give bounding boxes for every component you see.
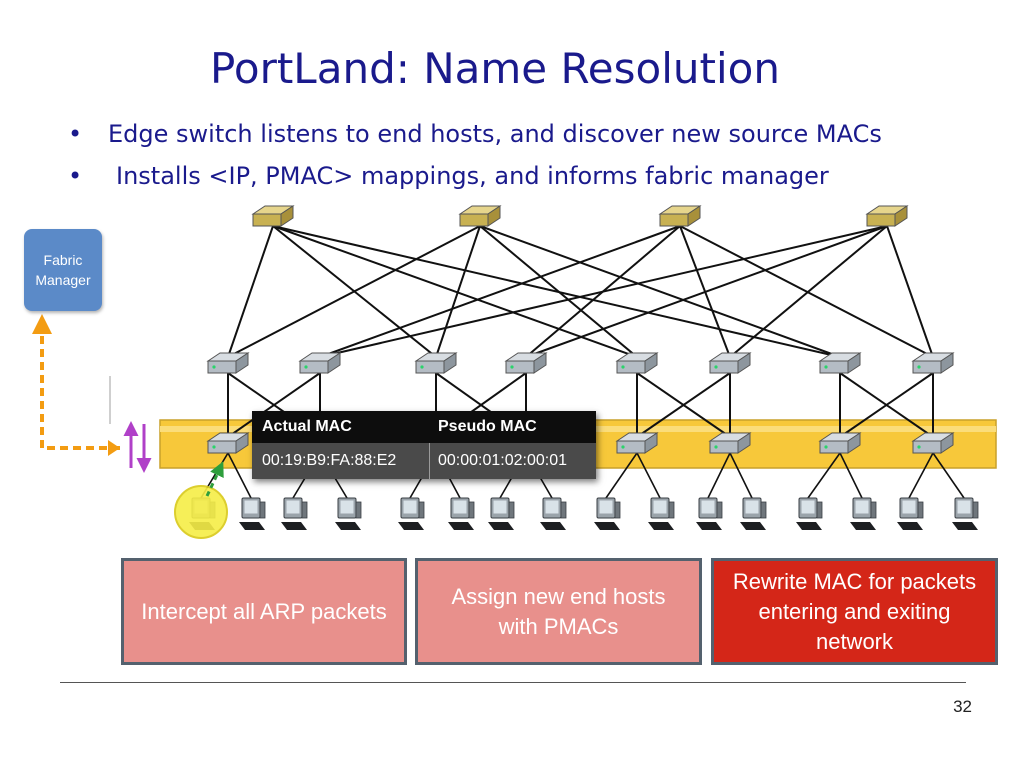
- actual-mac-header: Actual MAC: [262, 418, 352, 435]
- assign-pmac-text-line1: Assign new end hosts: [451, 583, 666, 609]
- edge-host-link: [707, 452, 731, 499]
- edge-switch-icon: [911, 432, 955, 454]
- rewrite-mac-text-line3: network: [815, 628, 894, 654]
- aggregation-switch-icon: [818, 352, 862, 374]
- edge-host-link: [227, 452, 252, 499]
- pseudo-mac-header: Pseudo MAC: [438, 418, 537, 435]
- assign-pmac-text-line2: with PMACs: [498, 613, 619, 639]
- aggregation-switch-icon: [708, 352, 752, 374]
- core-switch-icon: [251, 205, 295, 227]
- edge-switch-icon: [708, 432, 752, 454]
- rewrite-mac-box: Rewrite MAC for packets entering and exi…: [711, 558, 998, 665]
- intercept-arp-text: Intercept all ARP packets: [141, 598, 387, 624]
- host-computer-icon: [398, 497, 425, 530]
- aggregation-switch-icon: [615, 352, 659, 374]
- core-agg-link: [227, 225, 274, 358]
- host-computer-icon: [952, 497, 979, 530]
- edge-switch-icon: [615, 432, 659, 454]
- host-computer-icon: [648, 497, 675, 530]
- fabric-manager-label-line1: Fabric: [43, 252, 83, 268]
- mac-table-header: Actual MAC Pseudo MAC: [252, 411, 596, 443]
- host-computer-icon: [740, 497, 767, 530]
- fabric-manager-box: Fabric Manager: [24, 229, 102, 311]
- agg-edge-link: [636, 372, 731, 438]
- mac-table-row: 00:19:B9:FA:88:E2 00:00:01:02:00:01: [252, 443, 596, 479]
- core-agg-link: [886, 225, 934, 358]
- host-computer-icon: [335, 497, 362, 530]
- host-computer-icon: [448, 497, 475, 530]
- aggregation-switch-icon: [911, 352, 955, 374]
- core-agg-link: [227, 225, 481, 358]
- host-computer-icon: [540, 497, 567, 530]
- host-computer-icon: [796, 497, 823, 530]
- edge-host-link: [932, 452, 965, 499]
- aggregation-switch-icon: [298, 352, 342, 374]
- edge-switch-icon: [818, 432, 862, 454]
- host-computer-icon: [850, 497, 877, 530]
- core-agg-link: [479, 225, 841, 358]
- edge-host-link: [636, 452, 661, 499]
- new-host-highlight: [174, 485, 228, 539]
- fabric-manager-label-line2: Manager: [35, 272, 91, 288]
- bullet-marker: •: [68, 162, 83, 190]
- host-computer-icon: [696, 497, 723, 530]
- footer-rule: [60, 682, 966, 683]
- assign-pmac-box: Assign new end hosts with PMACs: [415, 558, 702, 665]
- page-number: 32: [953, 697, 972, 716]
- edge-switch-icon: [206, 432, 250, 454]
- core-agg-link: [729, 225, 888, 358]
- rewrite-mac-text-line2: entering and exiting: [758, 598, 951, 624]
- edge-host-link: [807, 452, 841, 499]
- core-agg-link: [319, 225, 681, 358]
- intercept-arp-box: Intercept all ARP packets: [121, 558, 407, 665]
- core-agg-link: [435, 225, 481, 358]
- agg-edge-link: [227, 372, 321, 438]
- host-computer-icon: [897, 497, 924, 530]
- edge-host-link: [729, 452, 753, 499]
- host-computer-icon: [239, 497, 266, 530]
- mac-mapping-table: Actual MAC Pseudo MAC 00:19:B9:FA:88:E2 …: [252, 411, 596, 479]
- core-agg-link: [525, 225, 888, 358]
- fabric-manager-arrow: [32, 314, 120, 450]
- core-switch-icon: [658, 205, 702, 227]
- core-agg-link: [319, 225, 888, 358]
- host-computer-icon: [281, 497, 308, 530]
- host-to-edge-arrow: [205, 461, 224, 497]
- host-computer-icon: [488, 497, 515, 530]
- core-agg-link: [272, 225, 841, 358]
- edge-host-link: [908, 452, 934, 499]
- core-agg-link: [272, 225, 638, 358]
- pseudo-mac-value: 00:00:01:02:00:01: [438, 452, 568, 469]
- core-agg-link: [479, 225, 638, 358]
- edge-host-link: [605, 452, 638, 499]
- rewrite-mac-text-line1: Rewrite MAC for packets: [732, 568, 977, 594]
- bullet-text: Installs <IP, PMAC> mappings, and inform…: [116, 162, 829, 190]
- aggregation-switch-icon: [504, 352, 548, 374]
- aggregation-switch-icon: [206, 352, 250, 374]
- core-agg-link: [679, 225, 934, 358]
- host-computer-icon: [594, 497, 621, 530]
- orange-arrowhead-icon: [108, 440, 120, 456]
- core-switch-icon: [865, 205, 909, 227]
- agg-edge-link: [839, 372, 934, 438]
- actual-mac-value: 00:19:B9:FA:88:E2: [252, 443, 430, 479]
- core-switch-icon: [458, 205, 502, 227]
- slide-title: PortLand: Name Resolution: [210, 44, 780, 93]
- bullet-marker: •: [68, 120, 83, 148]
- edge-host-link: [839, 452, 863, 499]
- bullet-text: Edge switch listens to end hosts, and di…: [108, 120, 882, 148]
- aggregation-switch-icon: [414, 352, 458, 374]
